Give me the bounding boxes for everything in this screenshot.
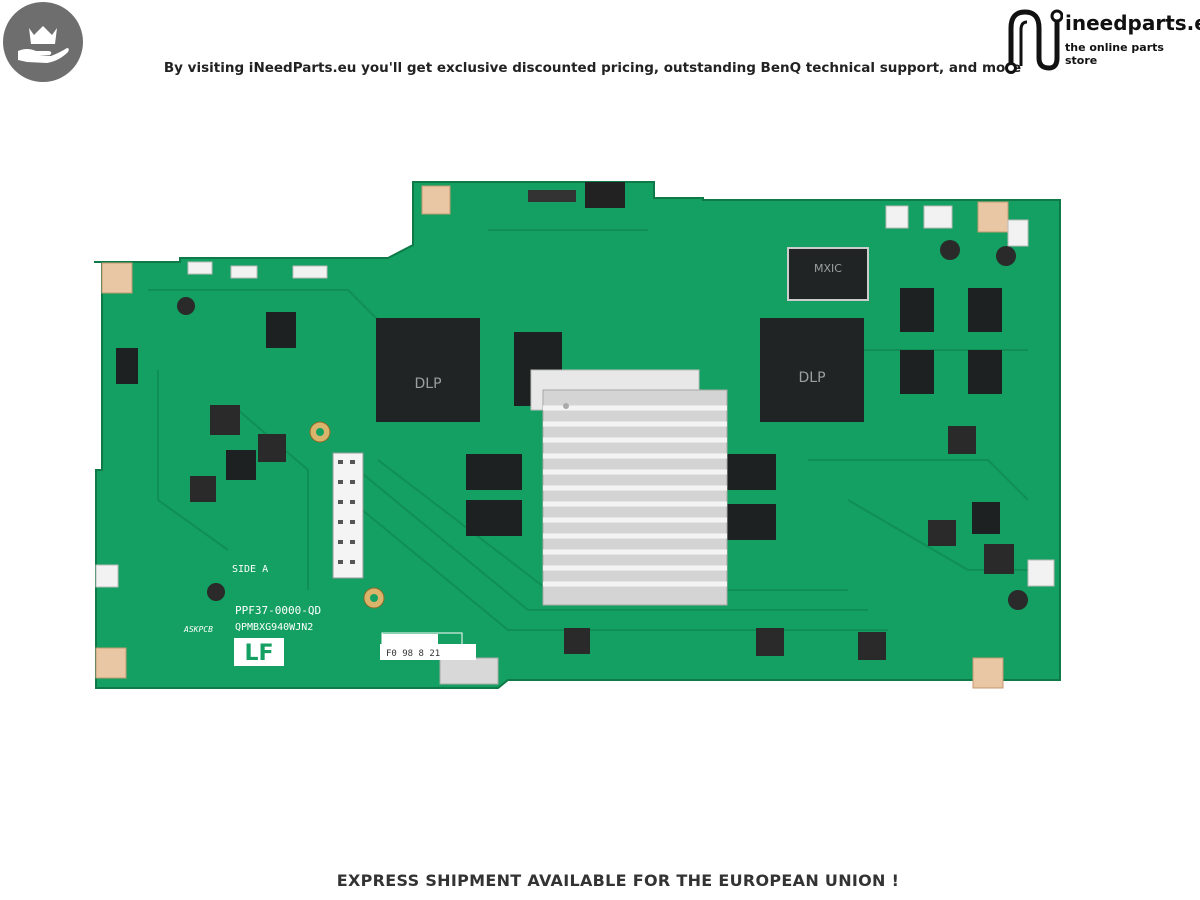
shipping-notice: EXPRESS SHIPMENT AVAILABLE FOR THE EUROP…	[336, 871, 900, 890]
silk-lf: LF	[244, 641, 273, 666]
silk-maker: ASKPCB	[183, 625, 213, 634]
heatsink	[530, 369, 728, 606]
logo-subtitle: the online parts store	[1065, 41, 1164, 67]
silk-board-code: QPMBXG940WJN2	[235, 622, 313, 633]
promo-tagline: By visiting iNeedParts.eu you'll get exc…	[163, 60, 1022, 76]
dlp-chip-right: DLP	[760, 318, 864, 422]
silk-part-number: PPF37-0000-QD	[235, 604, 321, 617]
logo-name: ineedparts.eu	[1065, 11, 1200, 35]
crown-hand-badge	[3, 2, 83, 82]
silk-side: SIDE A	[232, 564, 268, 575]
svg-text:DLP: DLP	[414, 376, 441, 392]
product-image-pcb: DLP DLP MXIC	[88, 170, 1078, 710]
circuit-n-icon	[1005, 9, 1063, 74]
svg-text:DLP: DLP	[798, 370, 825, 386]
svg-text:MXIC: MXIC	[814, 262, 842, 275]
site-logo[interactable]: ineedparts.eu the online parts store	[1003, 2, 1200, 74]
silk-date-label: F0 98 8 21	[386, 649, 440, 659]
crown-hand-icon	[18, 26, 69, 63]
dlp-chip-left: DLP	[376, 318, 480, 422]
mxic-chip: MXIC	[787, 247, 869, 301]
silk-label-code: DUNTKG940WE	[384, 635, 437, 644]
